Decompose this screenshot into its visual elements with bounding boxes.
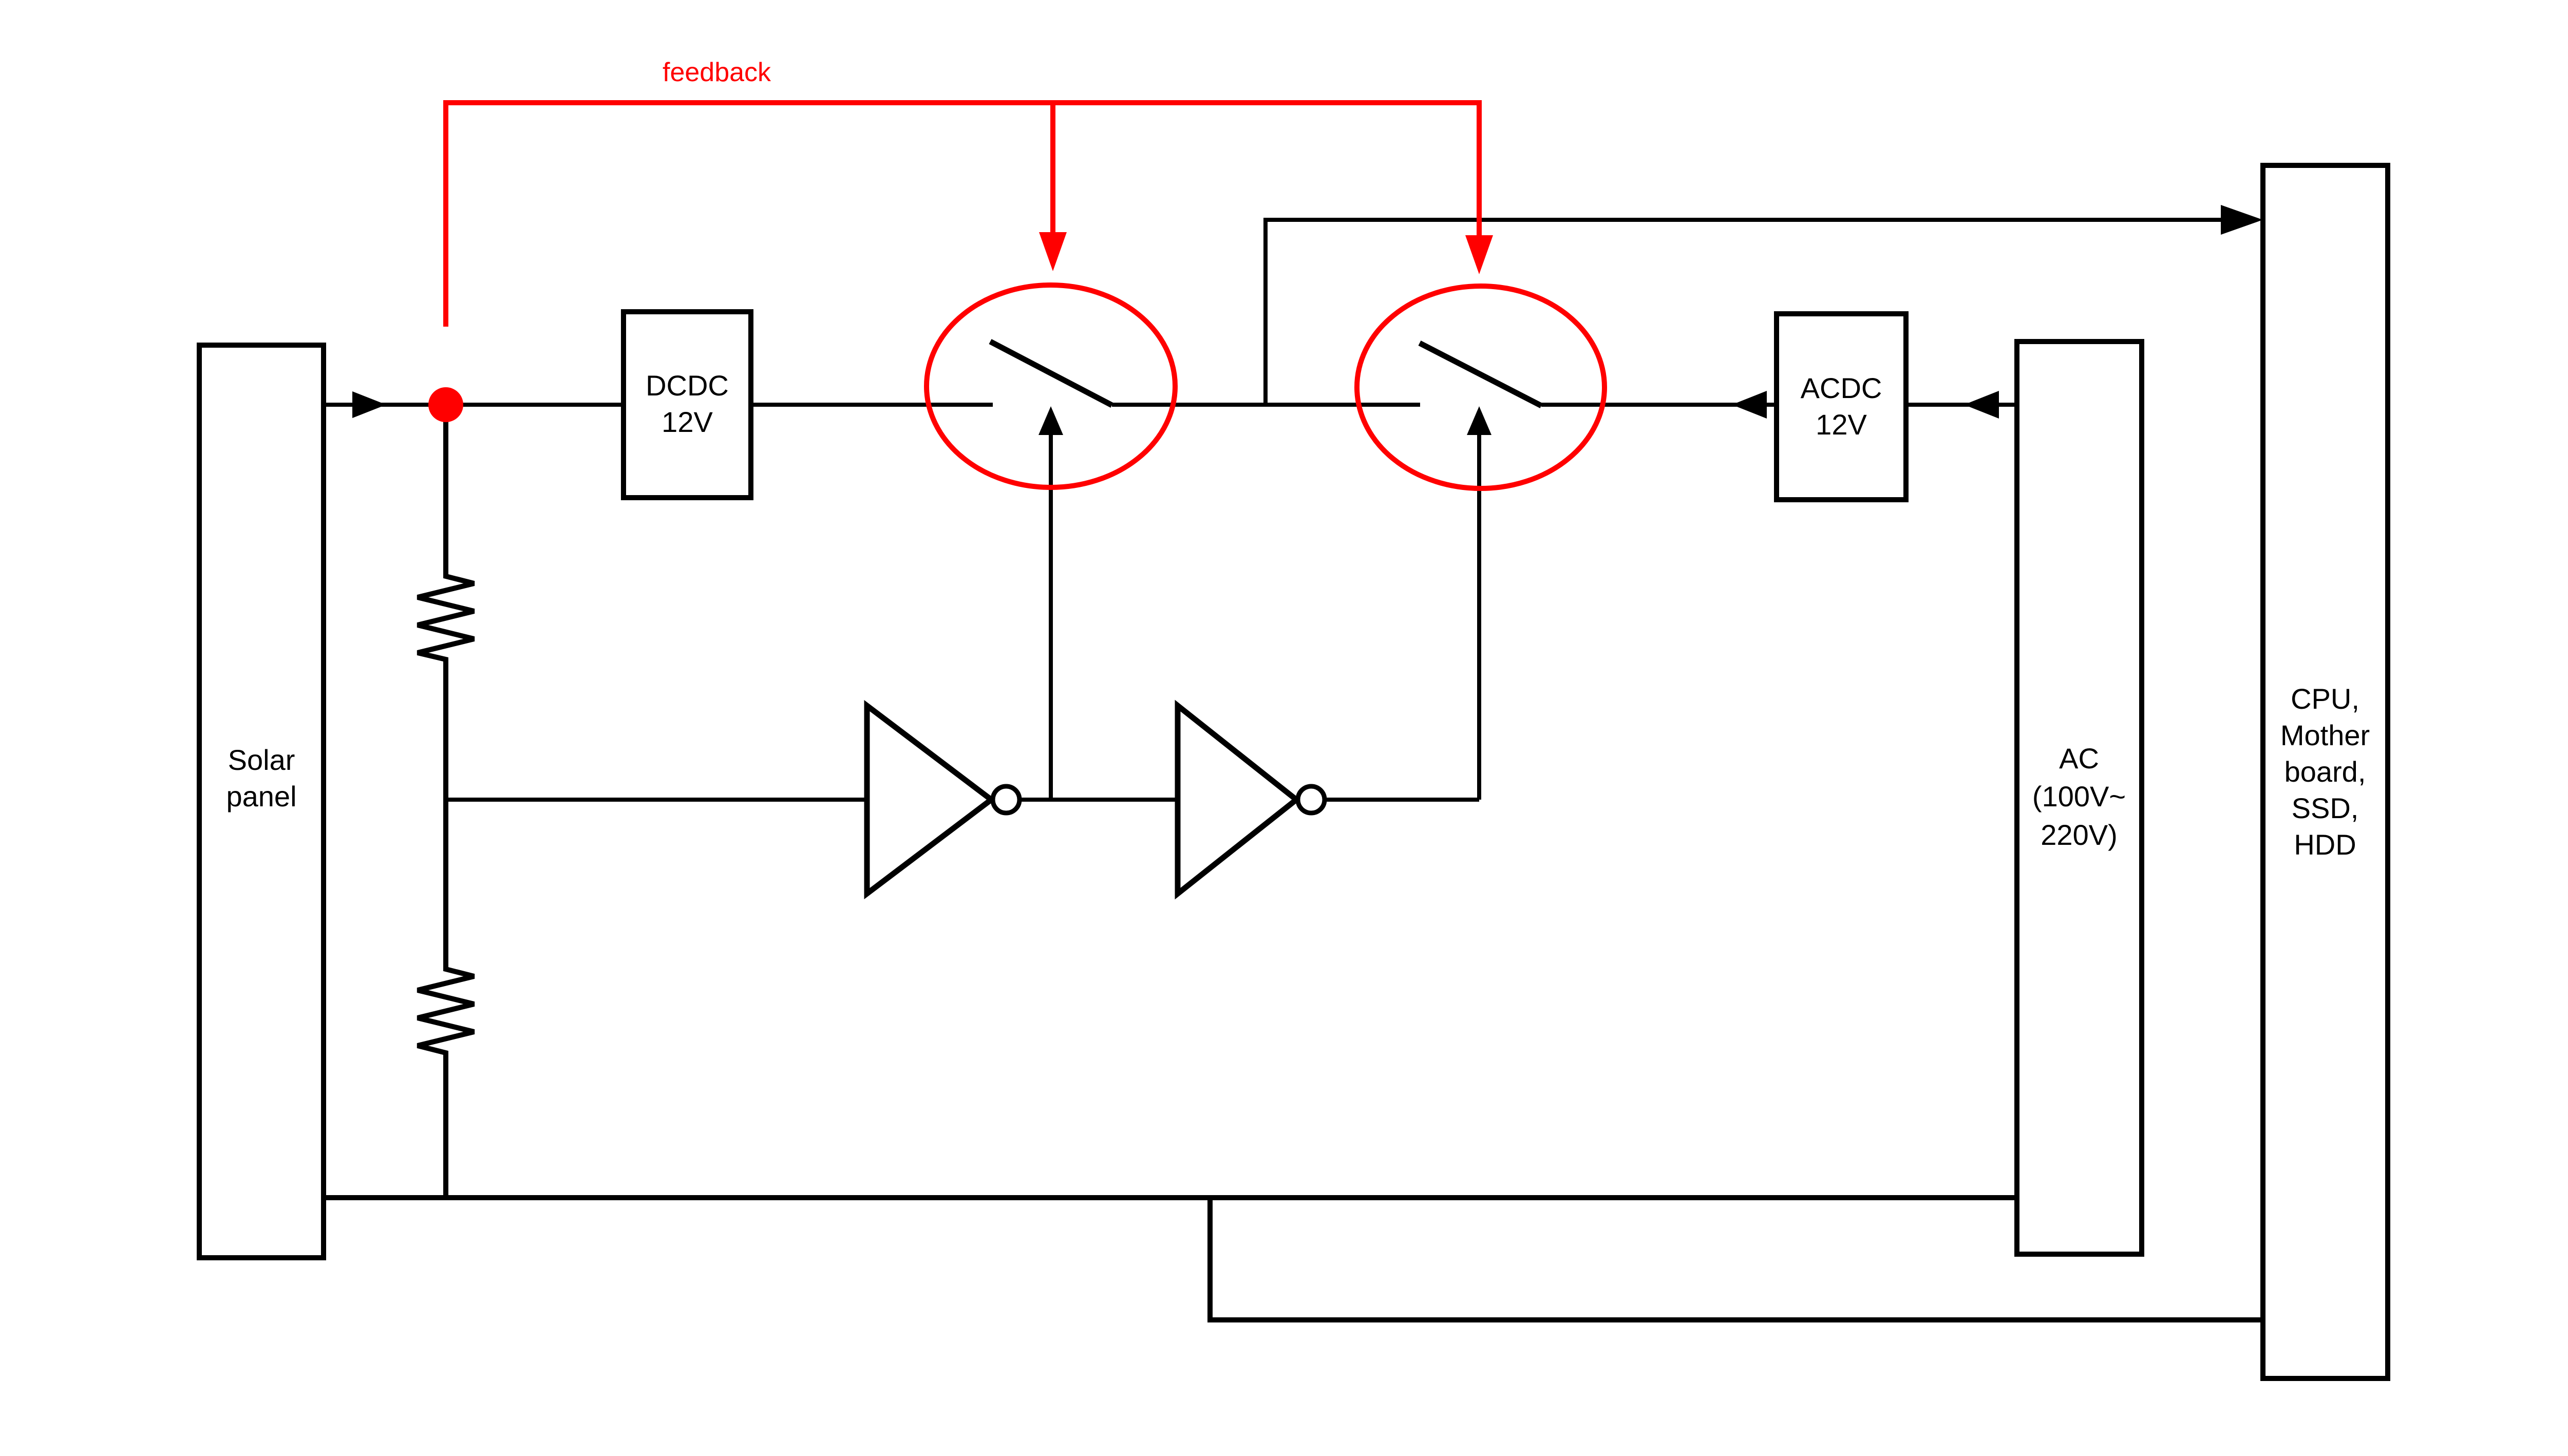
ac-source-outline bbox=[2014, 339, 2144, 1257]
computer-load-label-line5: HDD bbox=[2294, 828, 2356, 861]
inverter2-bubble bbox=[1295, 784, 1327, 816]
switch1-control-arrowhead bbox=[1038, 406, 1063, 435]
wires bbox=[324, 205, 2263, 1322]
computer-load-label-line1: CPU, bbox=[2291, 683, 2359, 715]
feedback-label: feedback bbox=[663, 58, 771, 87]
switch2-highlight-circle bbox=[1354, 283, 1607, 491]
dcdc-label-line1: DCDC bbox=[646, 369, 729, 402]
acdc-output-arrowhead bbox=[1732, 391, 1767, 419]
ac-output-arrowhead bbox=[1964, 391, 1999, 419]
feedback-arrowhead-switch2 bbox=[1465, 235, 1493, 274]
feedback-arrowhead-switch1 bbox=[1039, 232, 1067, 271]
solar-panel-label-line2: panel bbox=[226, 780, 296, 812]
solar-panel-box: Solar panel bbox=[197, 343, 326, 1260]
ac-source-label-line3: 220V) bbox=[2041, 819, 2117, 851]
dcdc-outline bbox=[621, 309, 753, 500]
dcdc-converter-box: DCDC 12V bbox=[621, 309, 753, 500]
ac-source-label-line1: AC bbox=[2059, 742, 2099, 774]
ac-source-label-line2: (100V~ bbox=[2032, 780, 2126, 812]
inverter-gates bbox=[864, 699, 1327, 900]
solar-output-arrowhead bbox=[352, 391, 386, 418]
wire-bottom-to-computer bbox=[1207, 1198, 2263, 1322]
dcdc-label-line2: 12V bbox=[662, 406, 713, 438]
inverter2-triangle bbox=[1175, 699, 1301, 900]
feedback-line bbox=[443, 100, 1482, 327]
computer-load-label-line3: board, bbox=[2284, 755, 2366, 788]
inverter1-bubble bbox=[990, 784, 1022, 816]
solar-panel-outline bbox=[197, 343, 326, 1260]
solar-panel-label-line1: Solar bbox=[228, 744, 295, 776]
inverter1-triangle bbox=[864, 699, 996, 900]
acdc-converter-box: ACDC 12V bbox=[1774, 311, 1909, 502]
acdc-outline bbox=[1774, 311, 1909, 502]
wire-bus-to-computer-top bbox=[1263, 218, 2224, 405]
computer-load-box: CPU, Mother board, SSD, HDD bbox=[2260, 163, 2390, 1381]
switch1-blade bbox=[989, 339, 1113, 408]
acdc-label-line2: 12V bbox=[1816, 408, 1867, 441]
resistor-divider-chain bbox=[417, 422, 475, 1198]
computer-load-label-line2: Mother bbox=[2280, 719, 2370, 751]
acdc-label-line1: ACDC bbox=[1801, 372, 1882, 404]
computer-load-outline bbox=[2260, 163, 2390, 1381]
wire-inverter2-to-switch2-control bbox=[1325, 431, 1481, 802]
switch2-blade bbox=[1418, 341, 1543, 408]
feedback-overlay: feedback bbox=[428, 58, 1607, 491]
switch2-control-arrowhead bbox=[1467, 406, 1491, 435]
switch1-highlight-circle bbox=[924, 282, 1178, 490]
computer-input-arrowhead bbox=[2221, 205, 2263, 235]
computer-load-label-line4: SSD, bbox=[2292, 792, 2359, 824]
boxes: Solar panel DCDC 12V ACDC 12V AC (100V~ … bbox=[197, 163, 2390, 1381]
ac-source-box: AC (100V~ 220V) bbox=[2014, 339, 2144, 1257]
feedback-sense-node-dot bbox=[428, 387, 463, 422]
